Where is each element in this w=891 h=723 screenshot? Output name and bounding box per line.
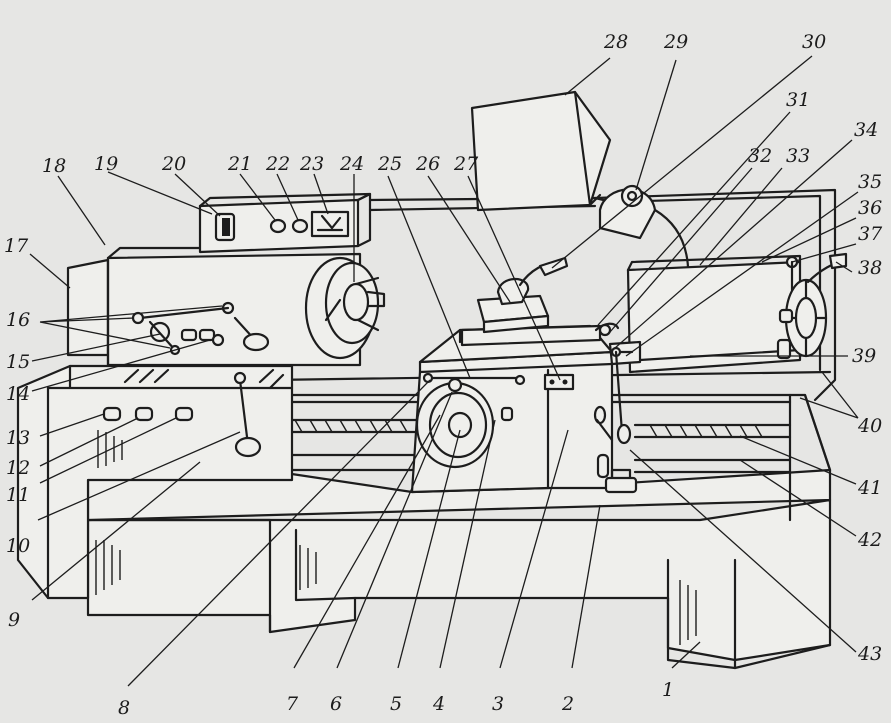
leader-lines (29, 55, 859, 687)
callout-1: 1 (662, 679, 674, 701)
callout-31: 31 (786, 89, 810, 111)
tailstock (608, 252, 848, 445)
gearbox (16, 364, 294, 600)
callout-36: 36 (858, 197, 882, 219)
callout-41: 41 (857, 477, 882, 499)
callout-19: 19 (94, 153, 118, 175)
control-panel (198, 192, 372, 254)
callout-6: 6 (330, 693, 342, 715)
callout-12: 12 (6, 457, 30, 479)
callout-35: 35 (858, 171, 882, 193)
callout-11: 11 (6, 484, 30, 506)
callout-8: 8 (118, 697, 130, 719)
callout-15: 15 (6, 351, 30, 373)
callout-25: 25 (377, 153, 402, 175)
callout-30: 30 (802, 31, 826, 53)
callout-40: 40 (857, 415, 882, 437)
callout-5: 5 (390, 693, 402, 715)
callout-32: 32 (748, 145, 772, 167)
callout-33: 33 (786, 145, 810, 167)
callout-39: 39 (852, 345, 876, 367)
callout-13: 13 (6, 427, 30, 449)
callout-14: 14 (6, 383, 30, 405)
callout-4: 4 (432, 693, 445, 715)
callout-23: 23 (299, 153, 324, 175)
callout-2: 2 (561, 693, 574, 715)
headstock (66, 246, 386, 367)
callout-42: 42 (857, 529, 882, 551)
callout-24: 24 (339, 153, 364, 175)
callout-38: 38 (858, 257, 882, 279)
callout-29: 29 (663, 31, 688, 53)
callout-22: 22 (265, 153, 290, 175)
carriage (410, 256, 638, 494)
callout-21: 21 (227, 153, 252, 175)
callout-3: 3 (492, 693, 504, 715)
callout-16: 16 (6, 309, 30, 331)
callout-9: 9 (8, 609, 20, 631)
lamp (368, 90, 690, 284)
callout-17: 17 (4, 235, 29, 257)
callout-26: 26 (415, 153, 440, 175)
callout-10: 10 (6, 535, 30, 557)
callout-37: 37 (858, 223, 883, 245)
callout-28: 28 (603, 31, 628, 53)
callout-20: 20 (161, 153, 186, 175)
callout-labels: 1 2 3 4 5 6 7 8 9 10 11 12 13 14 15 16 1… (4, 31, 883, 719)
callout-18: 18 (42, 155, 66, 177)
callout-27: 27 (453, 153, 479, 175)
callout-43: 43 (857, 643, 882, 665)
callout-34: 34 (854, 119, 878, 141)
callout-7: 7 (286, 693, 299, 715)
